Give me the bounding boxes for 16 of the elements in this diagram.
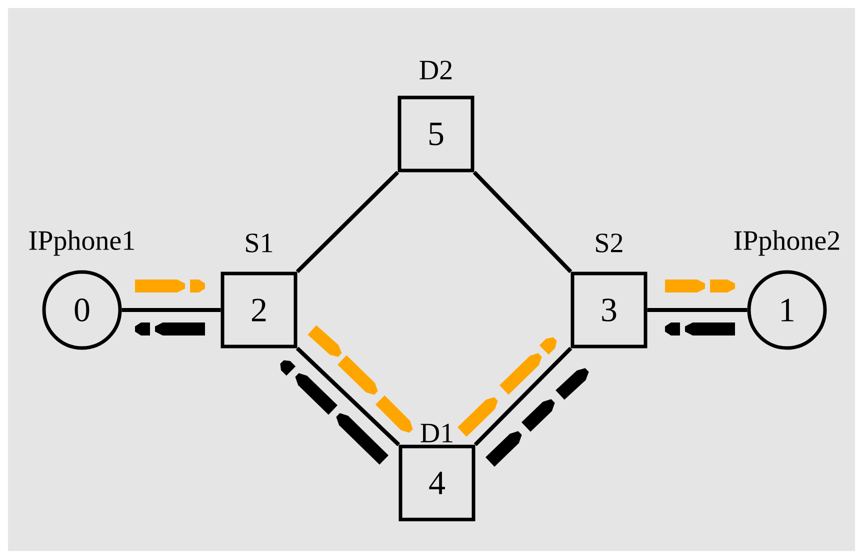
node-label: D1	[420, 424, 452, 442]
router-box: 3	[570, 272, 648, 348]
node-label: D2	[420, 60, 452, 80]
router-box: 2	[220, 272, 298, 348]
router-box: 4	[398, 444, 476, 522]
link-line	[296, 346, 400, 446]
link-line	[296, 170, 400, 274]
node-label: IPphone1	[29, 230, 134, 256]
node-label: S2	[596, 234, 622, 252]
link-line	[122, 308, 221, 312]
link-line	[472, 170, 572, 274]
router-box: 5	[398, 96, 474, 172]
node-label: S1	[246, 234, 272, 252]
link-line	[647, 308, 748, 312]
node-label: IPphone2	[734, 230, 840, 256]
link-line	[474, 346, 572, 446]
